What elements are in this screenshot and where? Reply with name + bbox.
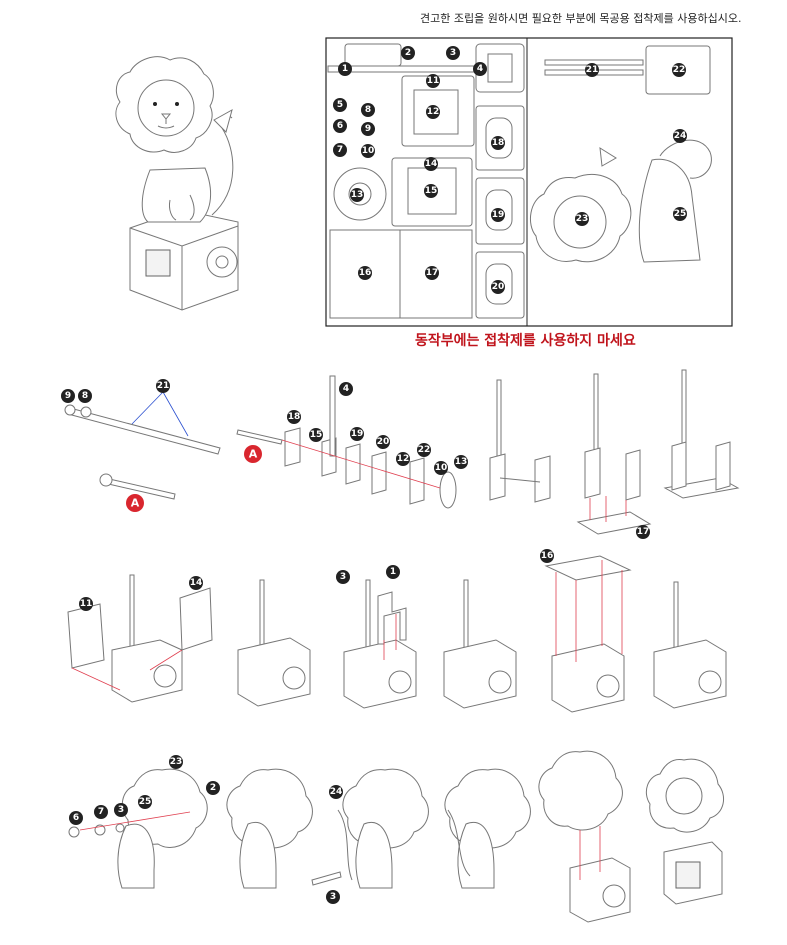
sheet-label-6: 6 (337, 121, 343, 131)
assembly-row-3: 23 2 6 7 3 25 24 3 (68, 750, 725, 923)
assembly-row-2: 11 14 3 1 16 (67, 549, 727, 713)
sheet-label-15: 15 (425, 186, 438, 196)
sheet-label-24: 24 (674, 131, 687, 141)
sheet-label-22: 22 (673, 65, 686, 75)
step-label-13: 13 (455, 457, 468, 467)
sheet-label-8: 8 (365, 105, 371, 115)
step-label-18: 18 (288, 412, 301, 422)
sheet-label-19: 19 (492, 210, 505, 220)
step-label-22: 22 (418, 445, 431, 455)
step-label-11: 11 (80, 599, 93, 609)
sheet-label-17: 17 (426, 268, 439, 278)
sheet-label-5: 5 (337, 100, 343, 110)
step-label-12: 12 (397, 454, 410, 464)
step-label-23: 23 (170, 757, 183, 767)
sheet-label-11: 11 (427, 76, 440, 86)
step-label-16: 16 (541, 551, 554, 561)
step-label-10: 10 (435, 463, 448, 473)
step-label-4: 4 (343, 384, 349, 394)
sheet-labels: 1 2 3 4 5 6 7 8 9 10 11 12 13 14 15 16 1… (333, 46, 687, 294)
step-label-14: 14 (190, 578, 203, 588)
sheet-label-16: 16 (359, 268, 372, 278)
sheet-label-14: 14 (425, 159, 438, 169)
step-label-3a: 3 (340, 572, 346, 582)
no-glue-warning: 동작부에는 접착제를 사용하지 마세요 (415, 333, 636, 349)
sheet-label-20: 20 (492, 282, 505, 292)
step-label-19: 19 (351, 429, 364, 439)
step-label-7: 7 (98, 807, 104, 817)
step-label-2: 2 (210, 783, 216, 793)
step-label-6: 6 (73, 813, 79, 823)
step-label-3c: 3 (330, 892, 336, 902)
sheet-label-10: 10 (362, 146, 375, 156)
step-label-21: 21 (157, 381, 170, 391)
step-label-20: 20 (377, 437, 390, 447)
assembly-row-1: 9 8 21 4 18 15 19 20 22 12 10 13 17 A A (61, 369, 740, 539)
sheet-label-3: 3 (450, 48, 456, 58)
glue-notice: 견고한 조립을 원하시면 필요한 부분에 목공용 접착제를 사용하십시오. (420, 12, 742, 25)
sheet-label-12: 12 (427, 107, 440, 117)
parts-sheet: 1 2 3 4 5 6 7 8 9 10 11 12 13 14 15 16 1… (325, 37, 733, 327)
step-label-8: 8 (82, 391, 88, 401)
axle-a-label-1: A (249, 448, 258, 461)
sheet-label-21: 21 (586, 65, 599, 75)
sheet-label-4: 4 (477, 64, 483, 74)
step-label-17: 17 (637, 527, 650, 537)
step-label-25: 25 (139, 797, 152, 807)
sheet-label-2: 2 (405, 48, 411, 58)
sheet-label-18: 18 (492, 138, 505, 148)
step-label-1: 1 (390, 567, 396, 577)
step-label-15: 15 (310, 430, 323, 440)
sheet-label-13: 13 (351, 190, 364, 200)
step-label-24: 24 (330, 787, 343, 797)
sheet-label-9: 9 (365, 124, 371, 134)
sheet-label-25: 25 (674, 209, 687, 219)
completed-lion-model (115, 56, 239, 311)
axle-a-label-2: A (131, 497, 140, 510)
sheet-label-23: 23 (576, 214, 589, 224)
step-label-3b: 3 (118, 805, 124, 815)
sheet-label-1: 1 (342, 64, 348, 74)
sheet-label-7: 7 (337, 145, 343, 155)
step-label-9: 9 (65, 391, 71, 401)
